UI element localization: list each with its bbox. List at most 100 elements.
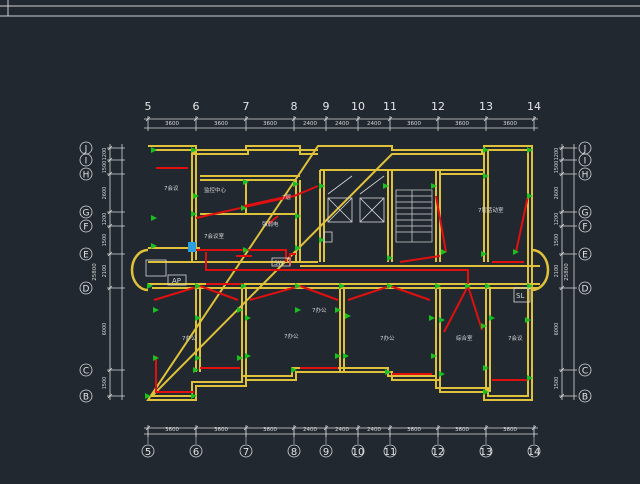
ap-box: [167, 274, 187, 286]
network-outlet-icon: [527, 193, 533, 199]
network-outlet-icon: [429, 315, 435, 321]
network-outlet-icon: [191, 147, 197, 153]
dimension-text: 1500: [554, 377, 560, 390]
axis-label-top: 14: [527, 100, 541, 113]
axis-label-left: G: [83, 209, 90, 219]
room-label: 综合室: [456, 334, 473, 342]
dimension-lines: [107, 116, 577, 437]
axis-label-right: H: [582, 171, 589, 181]
axis-label-bottom: 9: [323, 447, 329, 458]
dimension-text: 1500: [102, 234, 108, 247]
sl-label: SL: [516, 292, 524, 300]
room-label: 7办公: [284, 332, 299, 340]
room-label: 7办公: [380, 334, 395, 342]
axis-bubble-bottom: [287, 444, 301, 458]
axis-bubble-right: [578, 205, 592, 219]
network-outlet-icon: [439, 317, 445, 323]
stairs: [395, 189, 433, 243]
rack-box: [145, 259, 167, 277]
dimension-text: 3600: [407, 121, 421, 127]
ap-label: AP: [172, 277, 181, 285]
axis-label-right: F: [582, 223, 587, 233]
network-outlet-icon: [483, 173, 489, 179]
network-outlet-icon: [195, 355, 201, 361]
axis-bubble-left: [79, 281, 93, 295]
network-outlet-icon: [513, 249, 519, 255]
axis-bubble-right: [578, 219, 592, 233]
network-outlet-icon: [485, 283, 491, 289]
network-outlet-icon: [527, 375, 533, 381]
network-outlet-icon: [319, 237, 325, 243]
cable-tray-icon: [188, 242, 196, 252]
axis-bubble-left: [79, 247, 93, 261]
room-label: 7会议: [508, 334, 523, 342]
network-outlet-icon: [295, 307, 301, 313]
axis-label-left: I: [85, 157, 88, 167]
axis-bubble-right: [578, 167, 592, 181]
axis-bubble-left: [79, 363, 93, 377]
axis-label-left: B: [83, 393, 89, 403]
dimension-text: 3600: [263, 121, 277, 127]
network-outlet-icon: [295, 283, 301, 289]
dimension-text: 3600: [455, 121, 469, 127]
axis-label-left: J: [84, 145, 88, 155]
axis-bubble-bottom: [527, 444, 541, 458]
dimension-text: 1500: [554, 234, 560, 247]
dimension-text: 2100: [554, 265, 560, 278]
network-outlets: [145, 147, 533, 399]
axis-bubble-left: [79, 389, 93, 403]
network-outlet-icon: [237, 307, 243, 313]
axis-bubble-bottom: [319, 444, 333, 458]
network-outlet-icon: [435, 283, 441, 289]
dimension-text: 1200: [102, 213, 108, 226]
axis-label-bottom: 14: [528, 447, 541, 458]
network-outlet-icon: [385, 369, 391, 375]
network-outlet-icon: [483, 389, 489, 395]
axis-label-bottom: 7: [243, 447, 249, 458]
axis-label-right: I: [584, 157, 587, 167]
dimension-text: 2600: [102, 187, 108, 200]
dimension-total: 25800: [564, 263, 570, 281]
axis-bubble-bottom: [351, 444, 365, 458]
network-outlet-icon: [343, 353, 349, 359]
axis-label-top: 12: [431, 100, 445, 113]
switch-label: SW: [274, 260, 284, 267]
axis-label-left: H: [83, 171, 90, 181]
elevator-shafts: [327, 175, 385, 223]
axis-bubble-bottom: [141, 444, 155, 458]
dimension-text: 2400: [335, 427, 349, 433]
axis-label-right: J: [583, 145, 587, 155]
axis-bubble-right: [578, 363, 592, 377]
dimension-text: 2400: [303, 427, 317, 433]
network-outlet-icon: [295, 213, 301, 219]
axis-bubble-bottom: [431, 444, 445, 458]
dimension-text: 2100: [102, 265, 108, 278]
axis-bubble-right: [578, 281, 592, 295]
network-outlet-icon: [191, 211, 197, 217]
dimension-text: 3600: [263, 427, 277, 433]
axis-bubble-bottom: [189, 444, 203, 458]
dimension-text: 2400: [303, 121, 317, 127]
axis-label-top: 10: [351, 100, 365, 113]
network-outlet-icon: [335, 353, 341, 359]
axis-label-left: F: [83, 223, 88, 233]
axis-label-right: B: [582, 393, 588, 403]
network-outlet-icon: [193, 367, 199, 373]
network-outlet-icon: [483, 147, 489, 153]
network-outlet-icon: [481, 323, 487, 329]
axis-bubble-left: [79, 205, 93, 219]
axis-label-right: G: [582, 209, 589, 219]
dimension-text: 2400: [335, 121, 349, 127]
network-outlet-icon: [525, 317, 531, 323]
network-outlet-icon: [245, 353, 251, 359]
axis-label-right: E: [582, 251, 588, 261]
dimension-total: 25800: [92, 263, 98, 281]
network-outlet-icon: [153, 307, 159, 313]
axis-label-bottom: 8: [291, 447, 297, 458]
room-label: 7层: [282, 194, 291, 201]
dimension-text: 3600: [165, 427, 179, 433]
network-outlet-icon: [527, 147, 533, 153]
axis-bubble-left: [79, 219, 93, 233]
